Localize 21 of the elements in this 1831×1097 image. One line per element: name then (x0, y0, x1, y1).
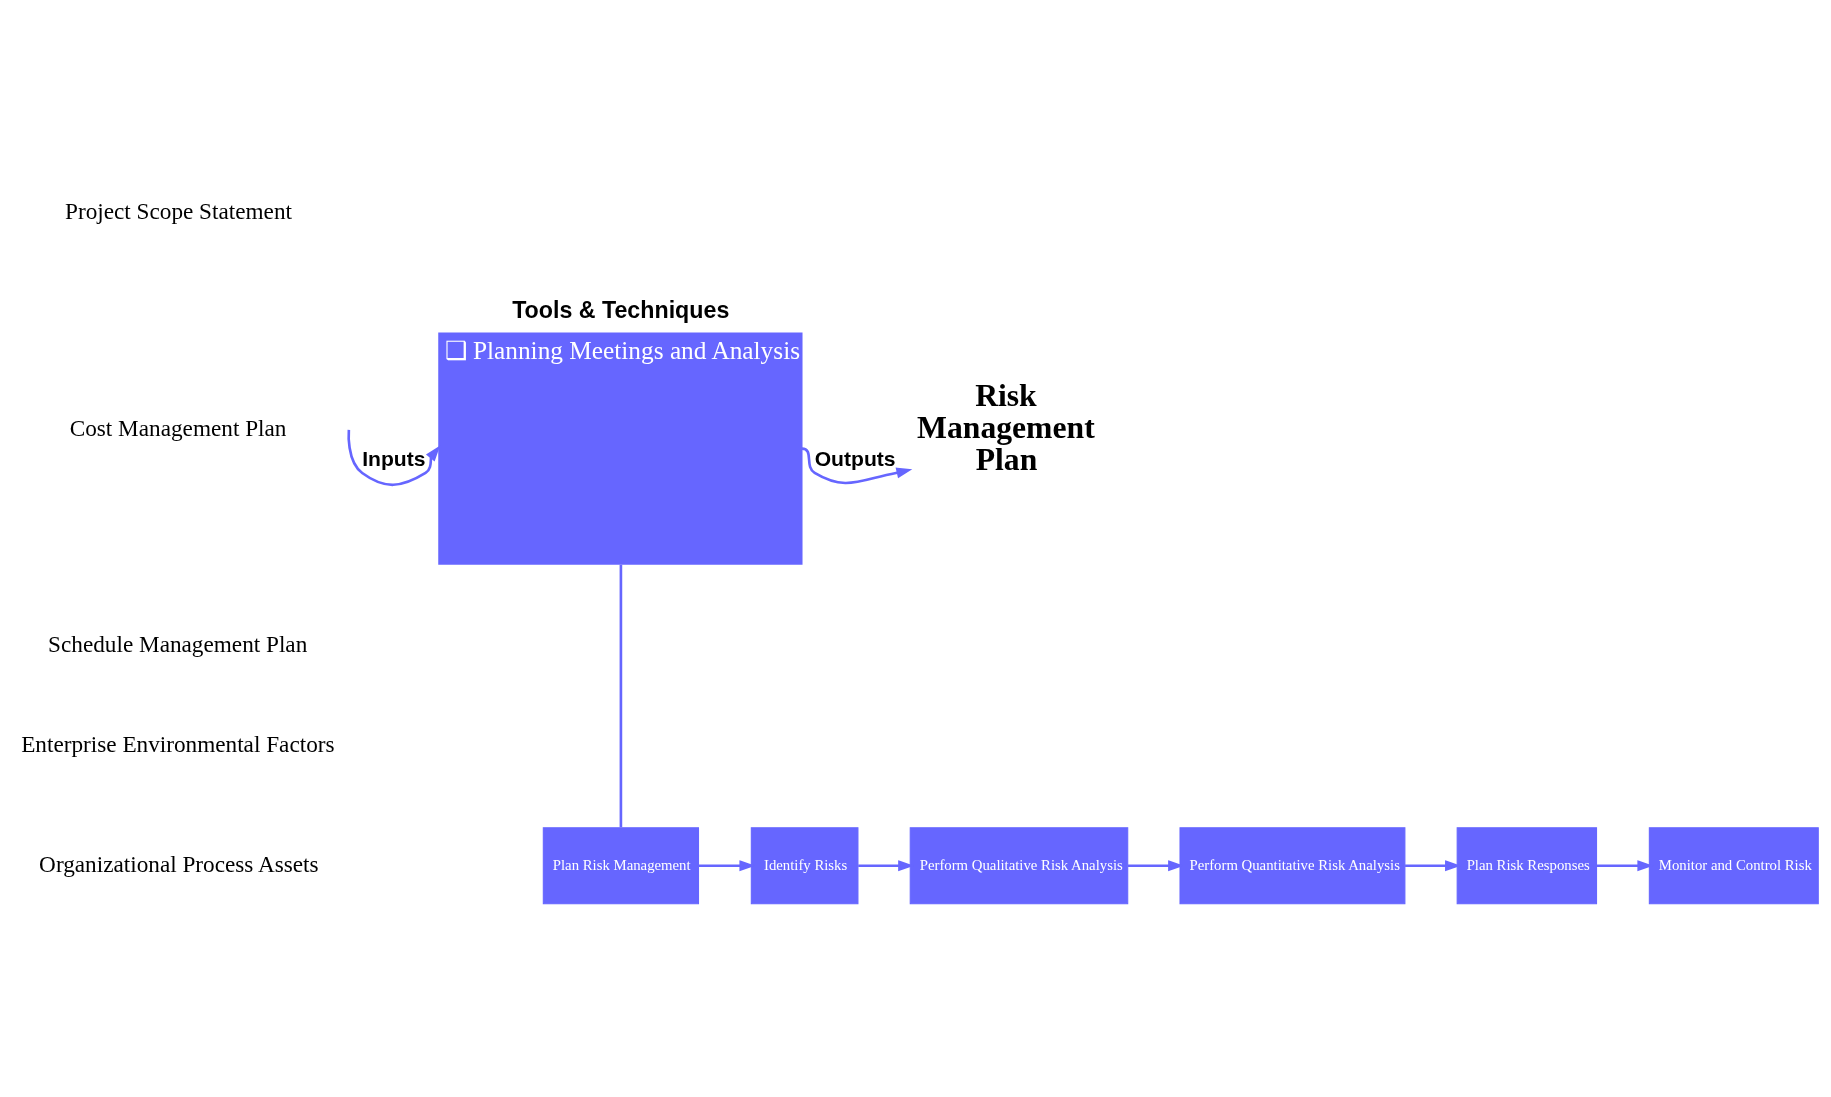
label: Schedule Management Plan (48, 630, 308, 657)
node-box: Plan Risk Management (542, 826, 700, 904)
node-label: Tools & Techniques (512, 296, 730, 323)
node-text: Risk Management Plan (917, 377, 1095, 477)
label: Cost Management Plan (69, 414, 287, 441)
arrow (858, 859, 914, 871)
node-box: Identify Risks (750, 826, 859, 904)
label: Enterprise Environmental Factors (21, 730, 335, 757)
edge-label: Outputs (814, 446, 896, 470)
node-box: Monitor and Control Risk (1648, 826, 1819, 904)
node-box: ❑ Planning Meetings and Analysis (438, 332, 803, 565)
node-box: Perform Quantitative Risk Analysis (1179, 826, 1406, 904)
edge-label: Inputs (362, 446, 426, 470)
label: Organizational Process Assets (39, 850, 319, 877)
node-box: Plan Risk Responses (1456, 826, 1598, 904)
label: Project Scope Statement (64, 197, 292, 224)
connector (619, 564, 623, 827)
node-box: Perform Qualitative Risk Analysis (909, 826, 1129, 904)
arrow (801, 446, 913, 484)
arrow (1405, 859, 1461, 871)
arrow (347, 429, 441, 486)
